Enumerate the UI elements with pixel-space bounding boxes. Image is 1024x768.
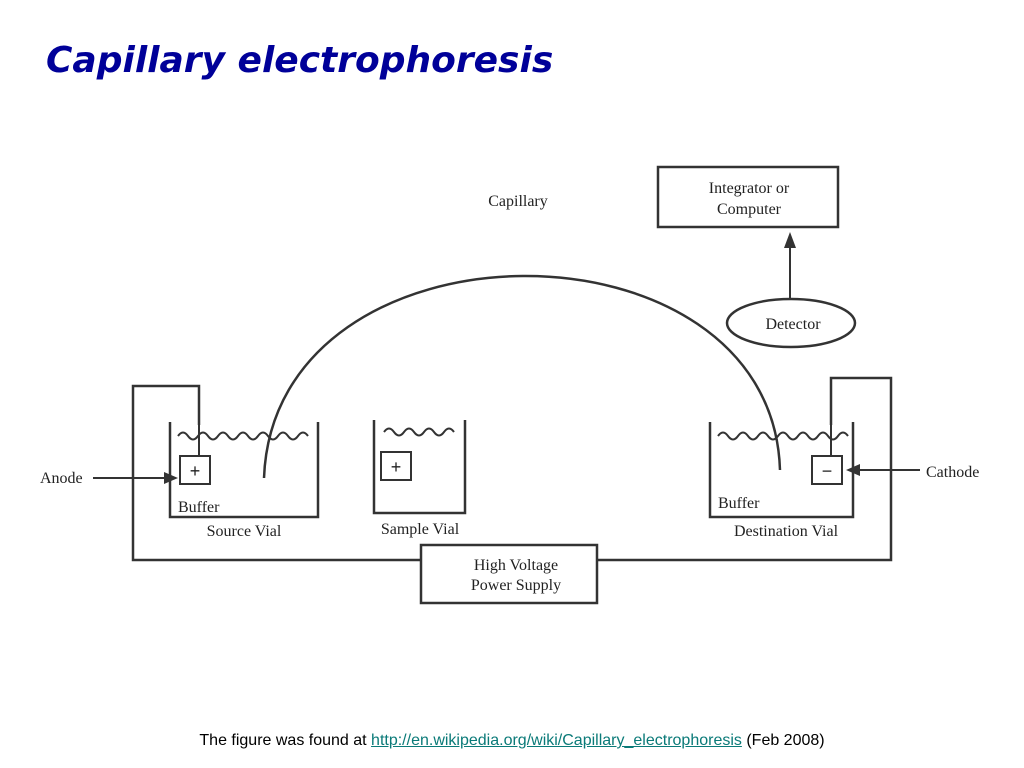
cathode-minus-sign: − xyxy=(822,461,833,481)
source-buffer-surface xyxy=(177,431,309,441)
integrator-label-line2: Computer xyxy=(717,201,782,218)
capillary-label: Capillary xyxy=(488,193,548,210)
destination-buffer-label: Buffer xyxy=(718,495,760,512)
anode-arrow-head xyxy=(164,472,178,484)
sample-plus-sign: + xyxy=(391,457,402,477)
source-vial xyxy=(168,422,320,519)
caption-prefix: The figure was found at xyxy=(199,732,372,749)
sample-vial-label: Sample Vial xyxy=(381,521,460,538)
detector-label: Detector xyxy=(765,316,821,333)
sample-electrode xyxy=(380,451,412,481)
destination-vial-label: Destination Vial xyxy=(734,523,839,540)
power-supply-line2: Power Supply xyxy=(471,577,561,594)
anode-label: Anode xyxy=(40,470,83,487)
detector-ellipse xyxy=(725,297,857,349)
power-supply-line1: High Voltage xyxy=(474,557,558,574)
anode-electrode xyxy=(179,455,211,485)
sample-liquid-surface xyxy=(383,427,455,437)
capillary-electrophoresis-diagram: Capillary Integrator or Computer Detecto… xyxy=(40,165,979,605)
capillary-tube xyxy=(262,274,782,479)
sample-vial xyxy=(372,420,467,515)
cathode-arrow-head xyxy=(846,464,860,476)
caption-suffix: (Feb 2008) xyxy=(741,732,825,749)
destination-buffer-surface xyxy=(717,431,849,441)
cathode-electrode xyxy=(811,455,843,485)
integrator-label-line1: Integrator or xyxy=(709,180,790,197)
cathode-label: Cathode xyxy=(926,464,979,481)
integrator-box xyxy=(656,165,840,229)
left-circuit-wire xyxy=(131,384,420,562)
anode-plus-sign: + xyxy=(190,461,201,481)
figure-caption: The figure was found at http://en.wikipe… xyxy=(0,732,1024,750)
slide-title: Capillary electrophoresis xyxy=(46,40,554,81)
source-link[interactable]: http://en.wikipedia.org/wiki/Capillary_e… xyxy=(371,732,742,749)
detector-arrow-head xyxy=(784,232,796,248)
source-vial-label: Source Vial xyxy=(207,523,282,540)
right-circuit-wire xyxy=(598,376,893,562)
power-supply-box xyxy=(419,543,599,605)
source-buffer-label: Buffer xyxy=(178,499,220,516)
